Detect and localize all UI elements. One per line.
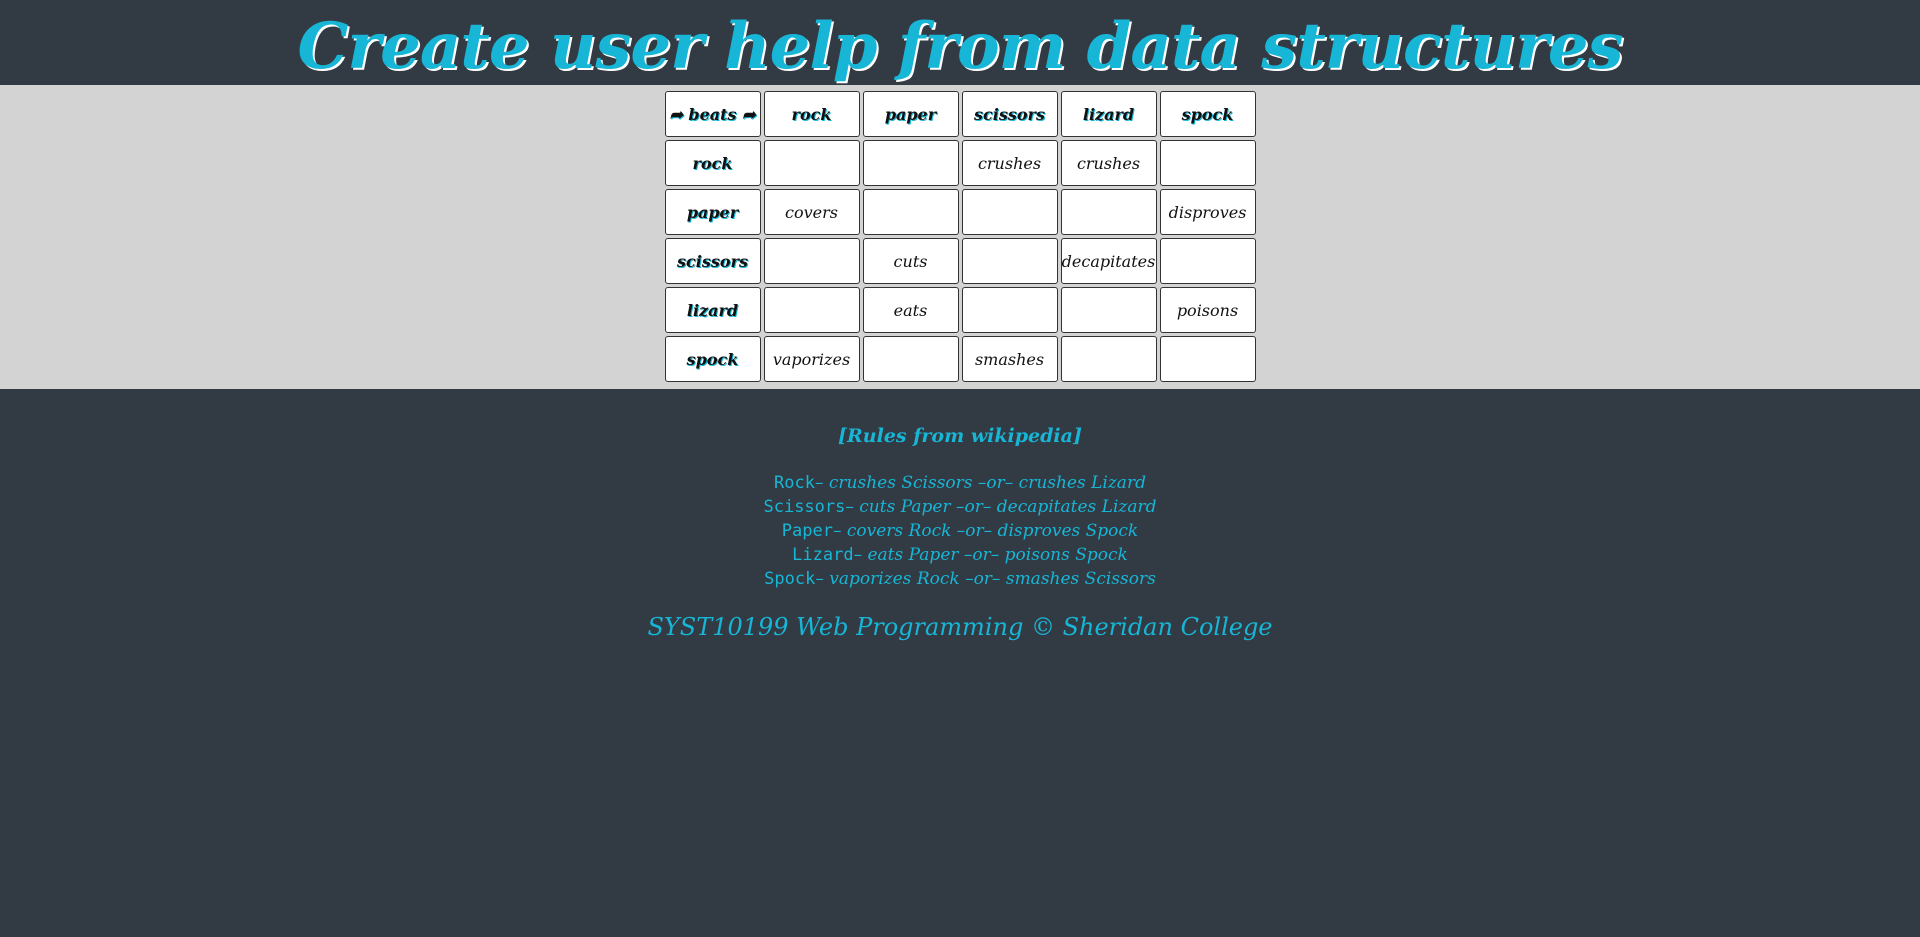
rule-text: – crushes Scissors –or– crushes Lizard <box>815 473 1146 493</box>
rule-line-lizard: Lizard– eats Paper –or– poisons Spock <box>0 543 1920 567</box>
rule-line-spock: Spock– vaporizes Rock –or– smashes Sciss… <box>0 567 1920 591</box>
table-cell <box>1159 140 1256 186</box>
table-cell <box>1060 287 1157 333</box>
table-row: lizard eats poisons <box>664 287 1256 333</box>
rule-name: Spock <box>764 569 816 589</box>
column-header-spock: spock <box>1159 91 1256 137</box>
table-cell: crushes <box>961 140 1058 186</box>
table-row: scissors cuts decapitates <box>664 238 1256 284</box>
rule-line-paper: Paper– covers Rock –or– disproves Spock <box>0 519 1920 543</box>
table-cell <box>763 140 860 186</box>
page-title: Create user help from data structures <box>297 9 1623 84</box>
rule-name: Paper <box>781 521 833 541</box>
table-header-row: ➦ beats ➦ rock paper scissors lizard spo… <box>664 91 1256 137</box>
table-cell <box>763 287 860 333</box>
table-cell <box>961 189 1058 235</box>
column-header-scissors: scissors <box>961 91 1058 137</box>
table-cell: cuts <box>862 238 959 284</box>
table-row: rock crushes crushes <box>664 140 1256 186</box>
table-cell <box>862 336 959 382</box>
row-header-rock: rock <box>664 140 761 186</box>
table-cell <box>862 189 959 235</box>
rule-line-scissors: Scissors– cuts Paper –or– decapitates Li… <box>0 495 1920 519</box>
table-cell: covers <box>763 189 860 235</box>
table-cell: poisons <box>1159 287 1256 333</box>
table-cell <box>1060 336 1157 382</box>
column-header-lizard: lizard <box>1060 91 1157 137</box>
row-header-paper: paper <box>664 189 761 235</box>
table-cell <box>763 238 860 284</box>
rule-line-rock: Rock– crushes Scissors –or– crushes Liza… <box>0 471 1920 495</box>
row-header-spock: spock <box>664 336 761 382</box>
rule-name: Lizard <box>792 545 854 565</box>
table-cell: eats <box>862 287 959 333</box>
rule-text: – eats Paper –or– poisons Spock <box>853 545 1128 565</box>
table-band: ➦ beats ➦ rock paper scissors lizard spo… <box>0 85 1920 389</box>
wikipedia-rules-link[interactable]: [Rules from wikipedia] <box>838 425 1082 447</box>
table-cell: disproves <box>1159 189 1256 235</box>
table-cell <box>1159 238 1256 284</box>
page-header: Create user help from data structures <box>0 0 1920 85</box>
table-cell <box>1060 189 1157 235</box>
column-header-rock: rock <box>763 91 860 137</box>
table-cell <box>1159 336 1256 382</box>
table-cell <box>961 238 1058 284</box>
table-row: paper covers disproves <box>664 189 1256 235</box>
corner-header: ➦ beats ➦ <box>664 91 761 137</box>
rule-text: – cuts Paper –or– decapitates Lizard <box>845 497 1157 517</box>
copyright-text: SYST10199 Web Programming © Sheridan Col… <box>647 613 1273 641</box>
rule-text: – covers Rock –or– disproves Spock <box>832 521 1139 541</box>
rule-text: – vaporizes Rock –or– smashes Scissors <box>815 569 1156 589</box>
table-cell: decapitates <box>1060 238 1157 284</box>
table-cell <box>961 287 1058 333</box>
rule-name: Rock <box>774 473 815 493</box>
table-cell: smashes <box>961 336 1058 382</box>
beats-table: ➦ beats ➦ rock paper scissors lizard spo… <box>662 88 1259 385</box>
table-row: spock vaporizes smashes <box>664 336 1256 382</box>
row-header-scissors: scissors <box>664 238 761 284</box>
table-cell: vaporizes <box>763 336 860 382</box>
page-footer: [Rules from wikipedia] Rock– crushes Sci… <box>0 389 1920 641</box>
table-cell: crushes <box>1060 140 1157 186</box>
column-header-paper: paper <box>862 91 959 137</box>
rules-list: Rock– crushes Scissors –or– crushes Liza… <box>0 471 1920 591</box>
rule-name: Scissors <box>763 497 846 517</box>
row-header-lizard: lizard <box>664 287 761 333</box>
table-cell <box>862 140 959 186</box>
